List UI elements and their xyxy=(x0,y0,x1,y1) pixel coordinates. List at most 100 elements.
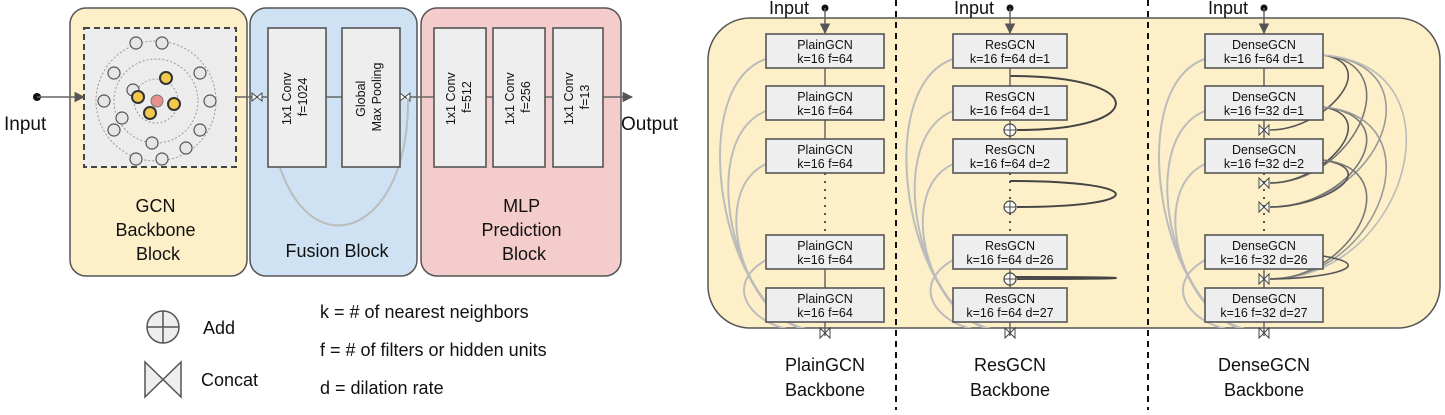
graph-point xyxy=(193,123,207,137)
layer-text: f=256 xyxy=(519,81,533,113)
backbone-input-label: Input xyxy=(769,0,809,18)
skip-connection xyxy=(1182,259,1263,328)
dense-connection xyxy=(1269,159,1349,208)
layer-text: 1x1 Conv xyxy=(444,72,458,126)
graph-point xyxy=(155,152,169,166)
mlp-conv-layer-1 xyxy=(433,27,487,168)
skip-connection xyxy=(921,163,1009,328)
global-max-pooling-layer xyxy=(341,27,401,168)
residual-connection xyxy=(1009,276,1117,280)
svg-text:Global Max Pooling: Global Max Pooling xyxy=(354,63,384,132)
graph-point xyxy=(155,36,169,50)
skip-connection xyxy=(1174,163,1263,328)
layer-name: DenseGCN xyxy=(1232,90,1296,104)
layer-name: ResGCN xyxy=(985,90,1035,104)
concat-icon xyxy=(251,91,263,103)
graph-point xyxy=(129,152,143,166)
svg-text:1x1 Conv f=1024: 1x1 Conv f=1024 xyxy=(280,69,310,125)
residual-connection xyxy=(1009,180,1117,208)
concat-icon xyxy=(1258,123,1270,137)
layer-text: Global xyxy=(354,81,368,117)
fusion-block-title: Fusion Block xyxy=(285,241,389,261)
neighbor-point xyxy=(131,90,145,104)
graph-point xyxy=(193,66,207,80)
neighbor-point xyxy=(143,106,157,120)
concat-icon xyxy=(1258,176,1270,190)
output-label: Output xyxy=(621,114,679,135)
layer-text: 1x1 Conv xyxy=(562,72,576,126)
legend-k-definition: k = # of nearest neighbors xyxy=(320,302,529,322)
input-label: Input xyxy=(4,114,47,135)
graph-point xyxy=(203,94,217,108)
legend: Add Concat k = # of nearest neighbors f … xyxy=(144,302,547,399)
layer-name: ResGCN xyxy=(985,38,1035,52)
layer-name: ResGCN xyxy=(985,143,1035,157)
add-icon xyxy=(1003,200,1017,214)
layer-params: k=16 f=64 d=1 xyxy=(970,104,1050,118)
graph-point xyxy=(107,66,121,80)
layer-text: 1x1 Conv xyxy=(280,72,294,126)
legend-concat-label: Concat xyxy=(201,370,258,390)
dense-connection xyxy=(1269,54,1349,131)
layer-params: k=16 f=32 d=26 xyxy=(1220,253,1307,267)
concat-icon xyxy=(819,326,831,340)
layer-name: PlainGCN xyxy=(797,292,853,306)
layer-params: k=16 f=64 d=1 xyxy=(1224,52,1304,66)
concat-icon xyxy=(1258,200,1270,214)
layer-text: f=1024 xyxy=(296,78,310,117)
graph-point xyxy=(129,36,143,50)
legend-f-definition: f = # of filters or hidden units xyxy=(320,340,547,360)
gcn-block-title: GCN Backbone Block xyxy=(115,196,200,264)
layer-params: k=16 f=64 xyxy=(797,52,853,66)
layer-params: k=16 f=64 xyxy=(797,104,853,118)
layer-name: ResGCN xyxy=(985,239,1035,253)
svg-text:1x1 Conv f=512: 1x1 Conv f=512 xyxy=(444,69,474,125)
backbone-input-label: Input xyxy=(1208,0,1248,18)
mlp-conv-layer-3 xyxy=(552,27,604,168)
center-point xyxy=(150,94,164,108)
layer-text: f=512 xyxy=(460,81,474,113)
fusion-conv-layer xyxy=(267,27,327,168)
svg-text:1x1 Conv f=256: 1x1 Conv f=256 xyxy=(503,69,533,125)
concat-icon xyxy=(144,360,182,399)
layer-params: k=16 f=64 d=2 xyxy=(970,157,1050,171)
layer-name: PlainGCN xyxy=(797,239,853,253)
residual-connection xyxy=(1009,75,1117,131)
layer-name: PlainGCN xyxy=(797,90,853,104)
layer-text: 1x1 Conv xyxy=(503,72,517,126)
mlp-conv-layer-2 xyxy=(492,27,546,168)
dense-connection xyxy=(1269,106,1349,184)
concat-icon xyxy=(1004,326,1016,340)
add-icon xyxy=(1003,272,1017,286)
svg-text:1x1 Conv f=13: 1x1 Conv f=13 xyxy=(562,69,592,125)
dense-connection xyxy=(1269,159,1368,280)
layer-name: PlainGCN xyxy=(797,38,853,52)
skip-connection xyxy=(743,259,824,328)
graph-point xyxy=(97,94,111,108)
neighbor-point xyxy=(159,71,173,85)
layer-params: k=16 f=32 d=2 xyxy=(1224,157,1304,171)
layer-text: f=13 xyxy=(578,85,592,110)
layer-params: k=16 f=64 d=26 xyxy=(966,253,1053,267)
skip-connection xyxy=(735,163,824,328)
layer-name: PlainGCN xyxy=(797,143,853,157)
layer-name: DenseGCN xyxy=(1232,292,1296,306)
